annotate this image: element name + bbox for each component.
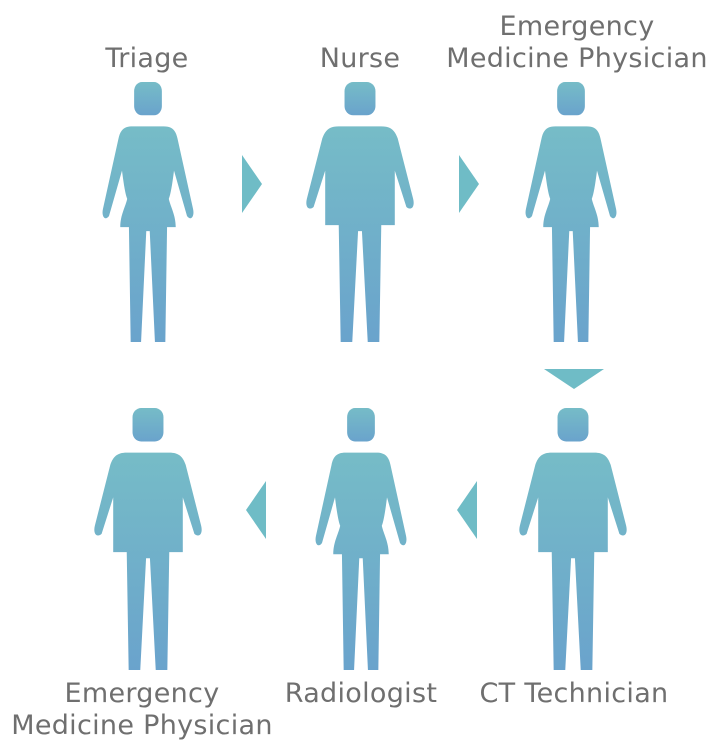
female-person-icon bbox=[519, 82, 623, 344]
arrow-right-icon bbox=[459, 155, 479, 213]
node-label-ct-technician: CT Technician bbox=[479, 678, 669, 709]
female-person-icon bbox=[309, 408, 413, 672]
node-label-nurse: Nurse bbox=[319, 43, 401, 74]
male-person-icon bbox=[515, 408, 631, 672]
female-person-icon bbox=[96, 82, 200, 344]
node-label-emergency-physician-top: Emergency Medicine Physician bbox=[446, 11, 708, 74]
node-label-radiologist: Radiologist bbox=[284, 678, 438, 709]
male-person-icon bbox=[90, 408, 206, 672]
arrow-down-icon bbox=[544, 369, 604, 389]
node-label-triage: Triage bbox=[105, 43, 189, 74]
male-person-icon bbox=[302, 82, 418, 344]
arrow-left-icon bbox=[246, 481, 266, 539]
arrow-right-icon bbox=[242, 155, 262, 213]
node-label-emergency-physician-bottom: Emergency Medicine Physician bbox=[11, 678, 273, 741]
arrow-left-icon bbox=[457, 481, 477, 539]
